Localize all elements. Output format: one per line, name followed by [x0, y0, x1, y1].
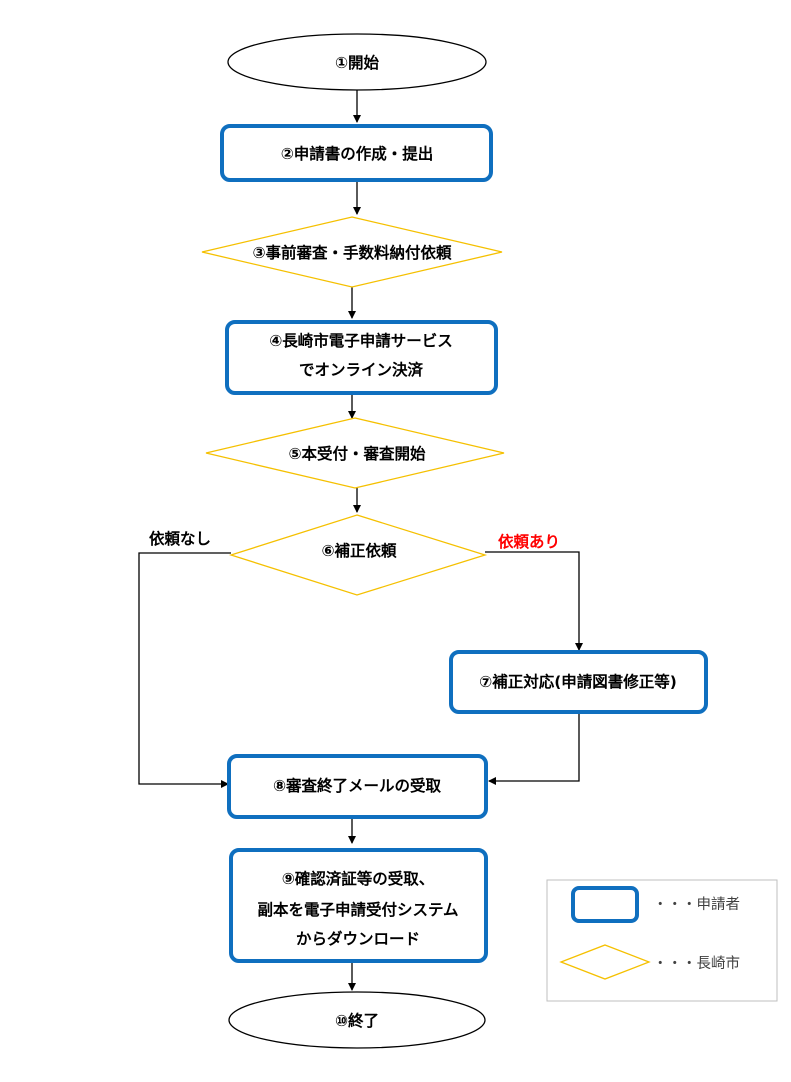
legend-city-swatch — [559, 944, 651, 980]
online-payment-node: ④長崎市電子申請サービス でオンライン決済 — [225, 320, 498, 395]
receive-download-node: ⑨確認済証等の受取、 副本を電子申請受付システム からダウンロード — [229, 848, 488, 963]
arrow-6-8 — [138, 552, 231, 788]
connectors — [138, 90, 583, 991]
legend-applicant-swatch — [571, 886, 639, 923]
arrow-7-8 — [488, 712, 580, 785]
legend: ・・・申請者 ・・・長崎市 — [546, 879, 778, 1002]
correction-response-node: ⑦補正対応(申請図書修正等) — [449, 650, 708, 714]
end-node: ⑩終了 — [228, 991, 486, 1049]
receive-download-label-line1: ⑨確認済証等の受取、 — [282, 869, 435, 888]
end-label: ⑩終了 — [335, 1011, 379, 1030]
review-end-mail-node: ⑧審査終了メールの受取 — [227, 754, 488, 819]
correction-request-node: ⑥補正依頼 — [228, 514, 488, 596]
review-end-mail-label: ⑧審査終了メールの受取 — [273, 776, 442, 795]
receive-download-label-line2: 副本を電子申請受付システム — [257, 900, 458, 919]
online-payment-label-line2: でオンライン決済 — [299, 360, 424, 379]
start-node: ①開始 — [227, 33, 487, 91]
legend-city-label: ・・・長崎市 — [653, 955, 740, 972]
accept-label: ⑤本受付・審査開始 — [288, 444, 426, 463]
prereview-label: ③事前審査・手数料納付依頼 — [252, 243, 452, 262]
branch-no-request-label: 依頼なし — [149, 529, 211, 548]
online-payment-label-line1: ④長崎市電子申請サービス — [269, 331, 453, 350]
arrow-6-7 — [485, 551, 583, 651]
create-application-node: ②申請書の作成・提出 — [220, 124, 493, 182]
create-application-label: ②申請書の作成・提出 — [281, 144, 434, 163]
prereview-node: ③事前審査・手数料納付依頼 — [201, 216, 503, 288]
correction-request-label: ⑥補正依頼 — [321, 541, 397, 560]
accept-node: ⑤本受付・審査開始 — [205, 417, 505, 489]
correction-response-label: ⑦補正対応(申請図書修正等) — [479, 672, 677, 691]
branch-with-request-label: 依頼あり — [498, 532, 560, 551]
start-label: ①開始 — [335, 53, 380, 72]
legend-applicant-label: ・・・申請者 — [653, 896, 740, 913]
receive-download-label-line3: からダウンロード — [296, 929, 420, 948]
